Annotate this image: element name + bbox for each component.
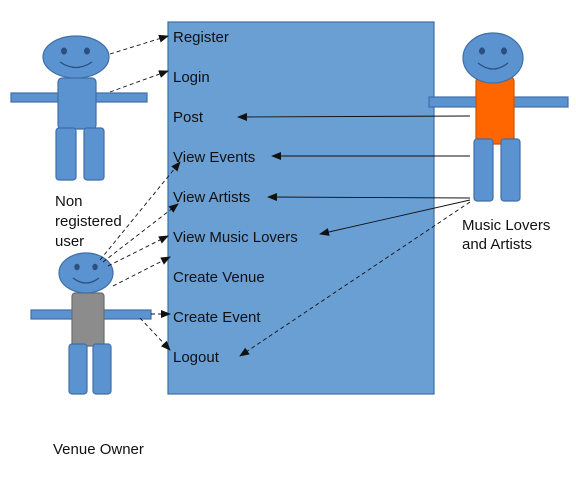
actor-label-non-registered-user: Non	[55, 193, 83, 210]
use-case-view-music-lovers[interactable]: View Music Lovers	[173, 229, 298, 246]
actor-label-music-lovers-and-artists: Music Lovers	[462, 217, 550, 234]
edge-ml-view-music-lovers	[319, 199, 471, 236]
use-case-logout[interactable]: Logout	[173, 349, 220, 366]
edge-vo-logout	[139, 317, 171, 351]
use-case-view-artists[interactable]: View Artists	[173, 189, 250, 206]
use-case-register[interactable]: Register	[173, 29, 229, 46]
system-boundary	[167, 21, 435, 395]
use-case-view-events[interactable]: View Events	[173, 149, 255, 166]
association-edges	[99, 34, 471, 357]
actor-venue-owner[interactable]	[30, 252, 152, 395]
edge-ml-view-artists	[267, 193, 471, 202]
actor-label-non-registered-user-3: user	[55, 233, 84, 250]
use-case-create-venue[interactable]: Create Venue	[173, 269, 265, 286]
actor-label-venue-owner: Venue Owner	[53, 441, 144, 458]
edge-nru-login	[109, 70, 169, 93]
actor-label-non-registered-user-2: registered	[55, 213, 122, 230]
edge-vo-create-venue	[112, 256, 171, 287]
edge-ml-post	[237, 112, 471, 121]
use-case-create-event[interactable]: Create Event	[173, 309, 261, 326]
edge-vo-view-events	[99, 161, 181, 261]
edge-nru-register	[109, 34, 169, 55]
use-case-login[interactable]: Login	[173, 69, 210, 86]
use-case-post[interactable]: Post	[173, 109, 204, 126]
actor-non-registered-user[interactable]	[10, 35, 148, 181]
edge-vo-view-artists	[102, 203, 179, 263]
actor-music-lovers-and-artists[interactable]	[428, 32, 569, 202]
actor-label-music-lovers-and-artists-2: and Artists	[462, 236, 532, 253]
